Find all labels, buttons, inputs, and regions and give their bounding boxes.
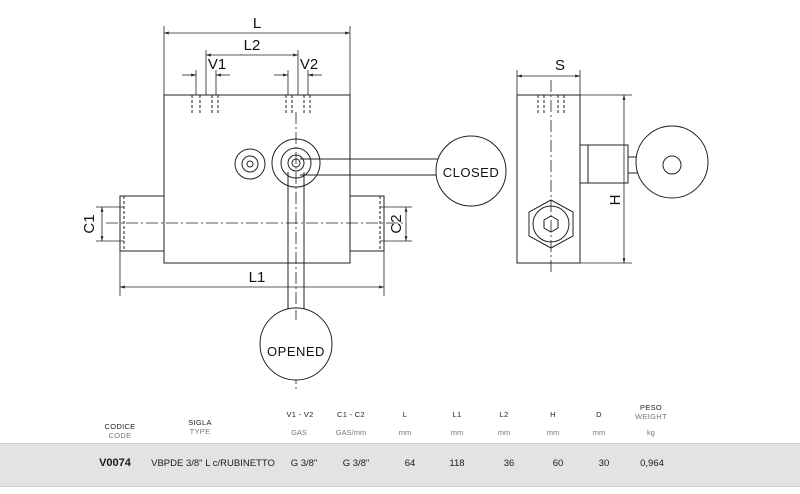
label-closed: CLOSED (443, 165, 499, 180)
unit-v1v2: GAS (291, 428, 307, 437)
spec-table: CODICE CODE SIGLA TYPE V1 - V2 C1 - C2 L… (0, 398, 800, 494)
dim-l1: L1 (249, 269, 266, 286)
cell-d: 30 (598, 458, 610, 469)
dimension-lines (96, 26, 632, 296)
dim-c1: C1 (81, 214, 98, 233)
header-c1c2: C1 - C2 (337, 410, 365, 419)
side-view (516, 80, 709, 272)
front-view (106, 94, 507, 390)
cell-c1c2: G 3/8" (342, 458, 370, 469)
cell-weight: 0,964 (640, 458, 664, 469)
dim-v2: V2 (300, 56, 318, 73)
unit-h: mm (546, 428, 560, 437)
unit-l2: mm (497, 428, 511, 437)
dim-c2: C2 (388, 214, 405, 233)
dim-v1: V1 (208, 56, 226, 73)
unit-l: mm (398, 428, 412, 437)
header-d: D (596, 410, 602, 419)
header-v1v2: V1 - V2 (286, 410, 314, 419)
cell-l1: 118 (449, 458, 465, 469)
header-l1: L1 (452, 410, 462, 419)
cell-type: VBPDE 3/8" L c/RUBINETTO (151, 458, 275, 469)
header-l: L (402, 410, 408, 419)
cell-l: 64 (404, 458, 416, 469)
dim-h: H (607, 195, 624, 206)
dim-s: S (555, 57, 565, 74)
unit-c1c2: GAS/mm (335, 428, 367, 437)
unit-l1: mm (450, 428, 464, 437)
cell-h: 60 (552, 458, 564, 469)
unit-peso: kg (647, 428, 655, 437)
cell-v1v2: G 3/8" (290, 458, 318, 469)
technical-drawing: L L2 V1 V2 L1 C1 C2 S H CLOSED OPENED (81, 15, 709, 390)
label-opened: OPENED (267, 344, 325, 359)
handle-ball-opened (259, 307, 333, 381)
unit-d: mm (592, 428, 606, 437)
cell-code: V0074 (99, 457, 131, 469)
header-h: H (550, 410, 556, 419)
table-row: V0074 VBPDE 3/8" L c/RUBINETTO G 3/8" G … (0, 443, 800, 487)
dimension-labels: L L2 V1 V2 L1 C1 C2 S H CLOSED OPENED (81, 15, 624, 359)
header-peso: PESO WEIGHT (635, 403, 667, 421)
port-left (119, 195, 165, 252)
header-l2: L2 (499, 410, 509, 419)
handle-ball-closed (435, 135, 507, 207)
header-codice: CODICE CODE (104, 422, 136, 440)
cell-l2: 36 (503, 458, 515, 469)
dim-l: L (253, 15, 261, 32)
valve-body (163, 94, 351, 264)
dim-l2: L2 (244, 37, 261, 54)
header-sigla: SIGLA TYPE (188, 418, 212, 436)
port-right (349, 195, 385, 252)
